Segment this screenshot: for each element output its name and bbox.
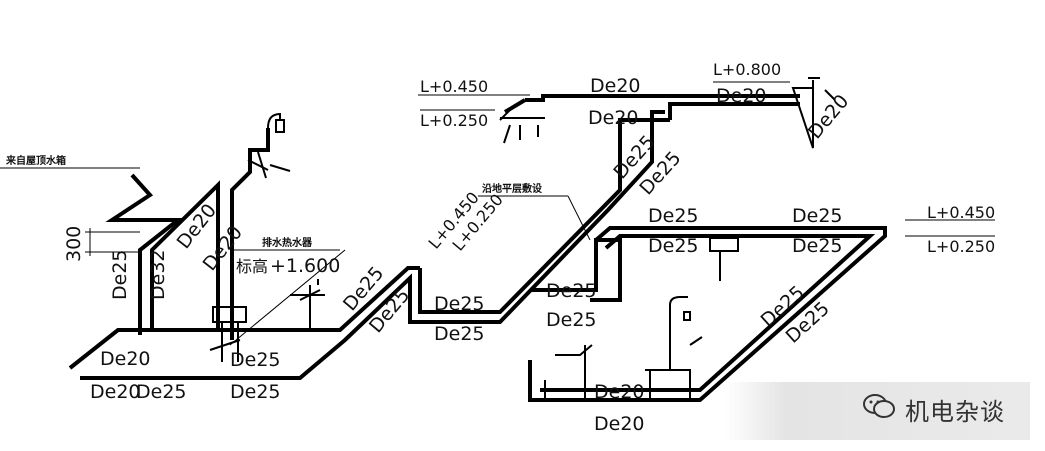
label-elev-1600: +1.600	[270, 255, 340, 277]
label-de25-left2: De25	[136, 381, 187, 403]
label-l250-right: L+0.250	[927, 237, 995, 256]
label-l800: L+0.800	[713, 60, 781, 79]
fixtures	[209, 77, 836, 400]
label-l450-top: L+0.450	[420, 77, 488, 96]
riser-left	[150, 180, 220, 330]
fixture-left-lines	[209, 322, 241, 362]
leaders	[0, 81, 995, 346]
top-drop	[668, 102, 800, 120]
main-mid-upper	[418, 118, 670, 314]
watermark-text: 机电杂谈	[905, 398, 1005, 426]
label-l450-right: L+0.450	[927, 203, 995, 222]
label-de25-mid4: De25	[546, 309, 597, 331]
label-de25-vert: De25	[109, 250, 131, 301]
label-de20-br2: De20	[594, 413, 645, 435]
label-de25-bottom1: De25	[230, 349, 281, 371]
right-loop-inner	[540, 234, 876, 392]
label-de32-vert: De32	[147, 250, 169, 301]
label-l250-top: L+0.250	[420, 111, 488, 130]
label-de20-fixture: De20	[804, 90, 853, 143]
top-main	[525, 94, 800, 102]
fixture-mid-icon	[290, 279, 325, 330]
shower-left-icon	[267, 112, 285, 133]
label-de25-right4: De25	[792, 235, 843, 257]
label-biaogao: 标高	[236, 257, 268, 276]
label-dim-300: 300	[63, 226, 85, 262]
label-de25-bottom2: De25	[230, 381, 281, 403]
label-de20-left3: De20	[100, 348, 151, 370]
right-loop-upper	[528, 226, 887, 402]
shower-right-icon	[669, 296, 691, 370]
fixture-top-icon	[499, 104, 545, 144]
label-de25-diag-mid2: De25	[434, 323, 485, 345]
valve-left-icon	[247, 151, 291, 179]
main-left-lower	[80, 110, 665, 380]
label-de25-right1: De25	[648, 205, 699, 227]
label-de20-left4: De20	[90, 381, 141, 403]
label-de20-top3: De20	[716, 85, 767, 107]
pipe-network	[68, 94, 887, 402]
label-floor-lay: 沿地平层敷设	[482, 182, 542, 195]
label-de20-br1: De20	[594, 381, 645, 403]
main-left-upper	[68, 266, 420, 370]
label-de25-mid3: De25	[546, 280, 597, 302]
sink-top-right-icon	[791, 77, 836, 149]
leader-heater-diag	[229, 249, 346, 346]
wechat-icon	[863, 394, 895, 418]
label-de25-diag-mid1: De25	[434, 293, 485, 315]
heater-right-icon	[709, 237, 739, 252]
label-de20-top2: De20	[588, 107, 639, 129]
right-loop-outer	[530, 238, 622, 302]
label-de25-right2: De25	[648, 235, 699, 257]
heater-left-icon	[212, 306, 247, 323]
fixture-right-lines	[544, 336, 703, 400]
label-de20-top1: De20	[590, 75, 641, 97]
leader-floor-diag	[567, 195, 591, 241]
label-water-heater: 排水热水器	[262, 236, 313, 249]
label-from-tank: 来自屋顶水箱	[5, 154, 66, 167]
label-de25-right3: De25	[792, 205, 843, 227]
